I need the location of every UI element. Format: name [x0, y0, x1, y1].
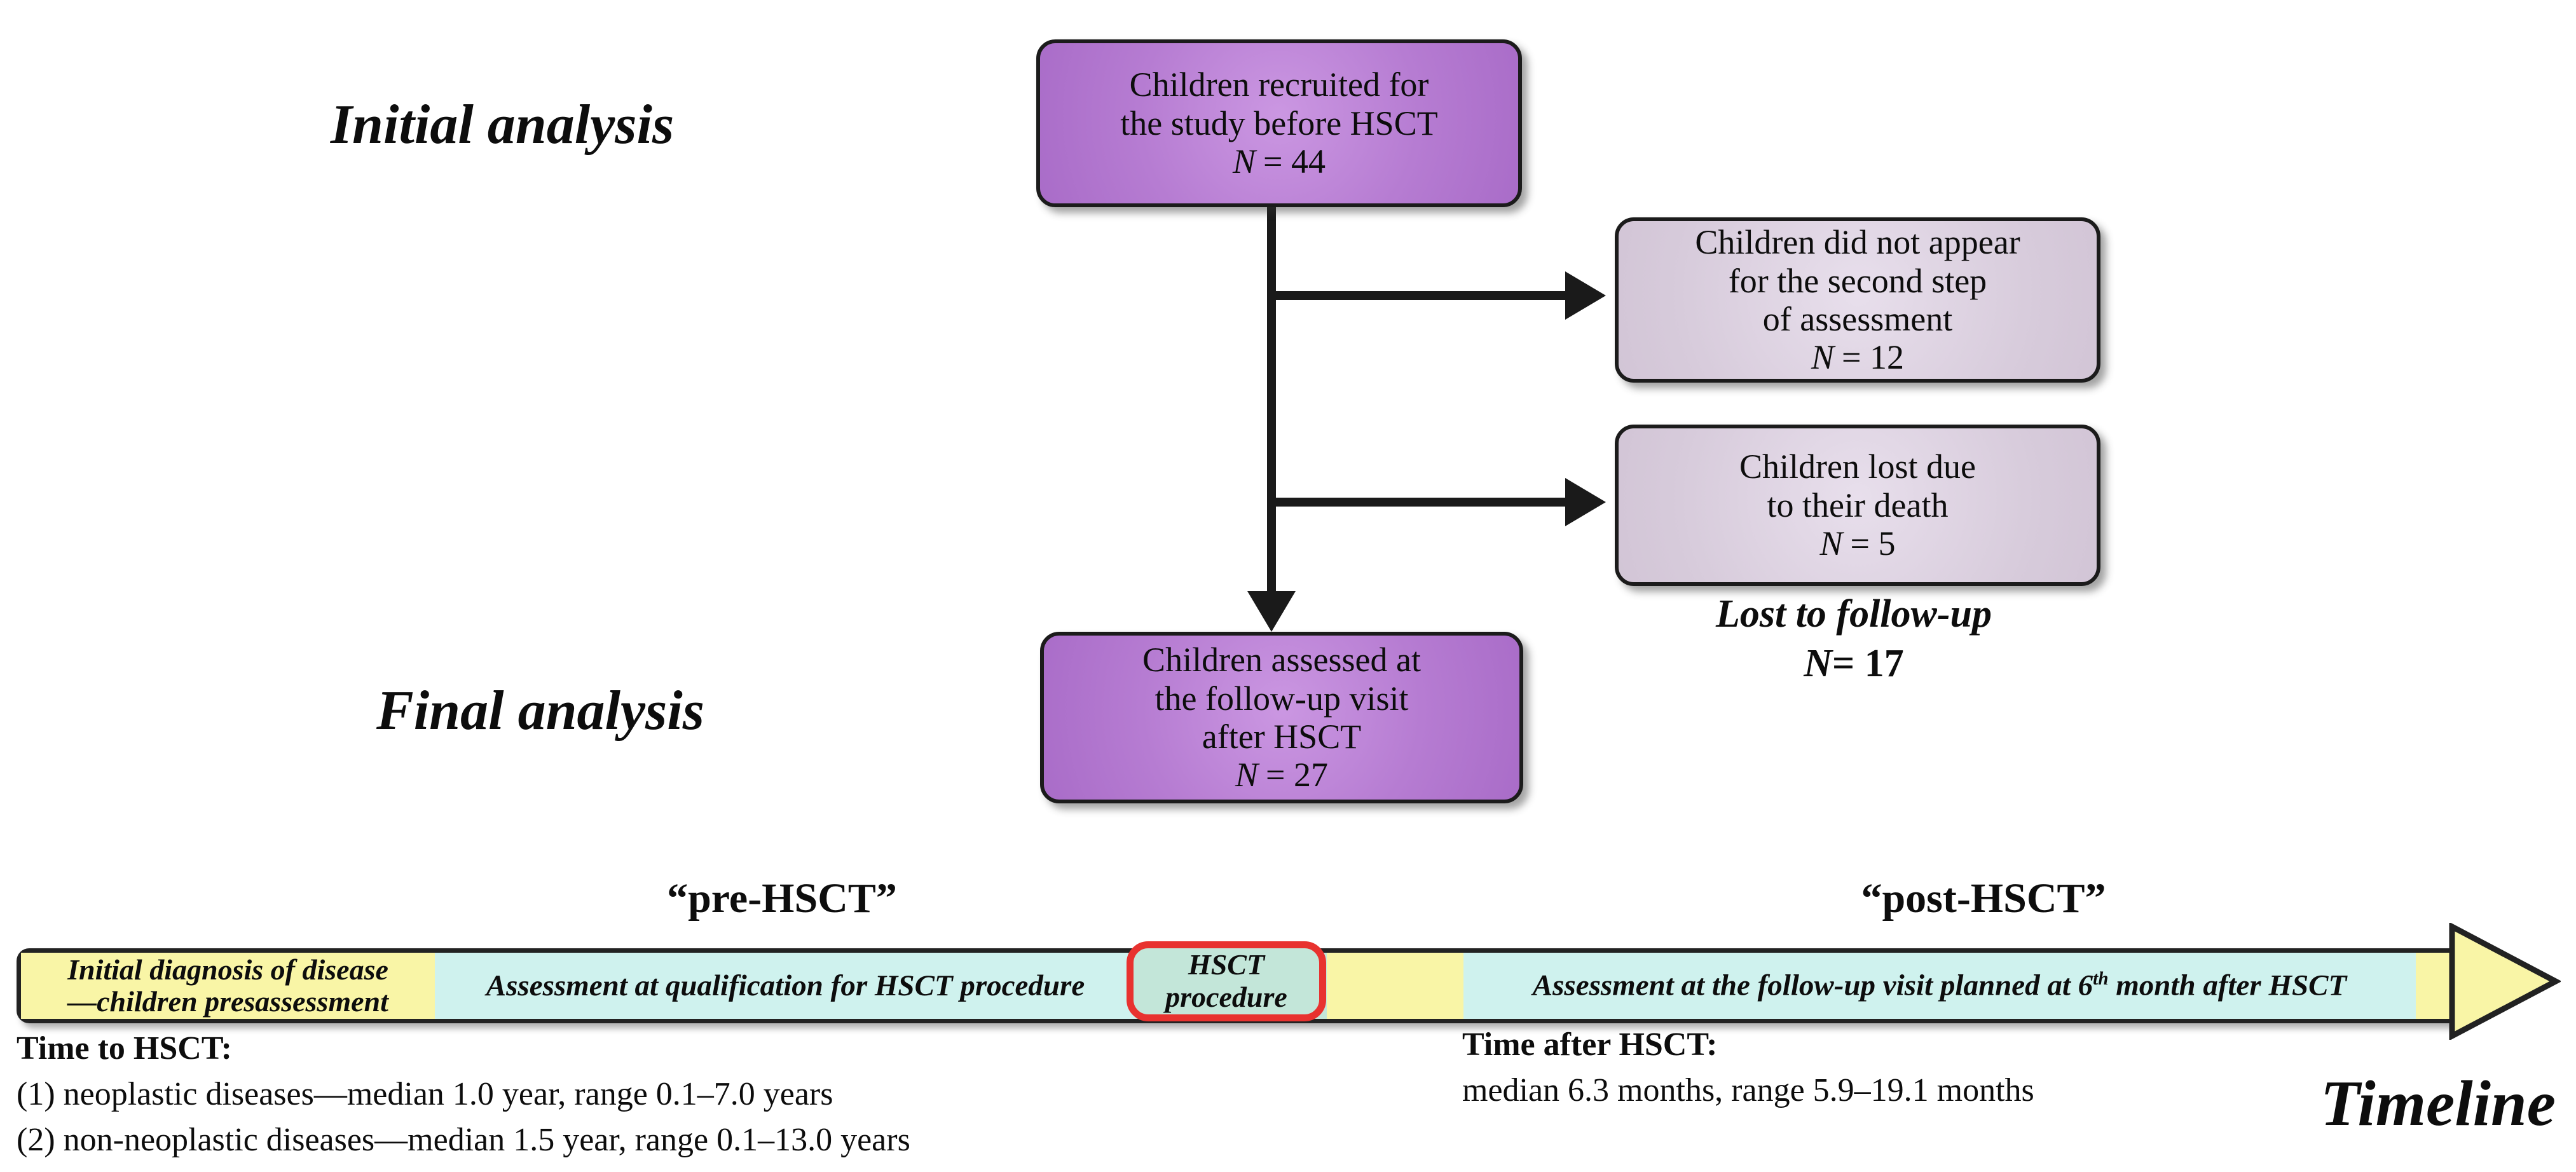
- segment-followup-visit: Assessment at the follow-up visit planne…: [1463, 953, 2416, 1019]
- segment-line: HSCT: [1188, 948, 1265, 981]
- note-title: Time after HSCT:: [1462, 1026, 1718, 1063]
- connector-branch-death: [1271, 498, 1567, 507]
- box-n-count: N= 27: [1235, 756, 1328, 794]
- note-line: median 6.3 months, range 5.9–19.1 months: [1462, 1072, 2034, 1108]
- segment-gap: [1327, 953, 1463, 1019]
- segment-line: —children presassessment: [67, 985, 388, 1018]
- hsct-procedure-box: HSCT procedure: [1127, 941, 1326, 1021]
- box-line: of assessment: [1762, 300, 1953, 338]
- time-to-hsct-note: Time to HSCT: (1) neoplastic diseases—me…: [17, 1026, 910, 1162]
- connector-vertical: [1267, 198, 1276, 599]
- box-n-count: N= 44: [1233, 142, 1326, 181]
- lost-line: Lost to follow-up: [1715, 592, 1992, 636]
- note-title: Time to HSCT:: [17, 1030, 232, 1066]
- segment-qualification: Assessment at qualification for HSCT pro…: [435, 953, 1136, 1019]
- arrowhead-right-noshow-icon: [1565, 271, 1606, 320]
- timeline-arrowhead-icon: [2449, 923, 2561, 1040]
- box-line: for the second step: [1728, 261, 1987, 300]
- lost-to-followup-label: Lost to follow-up N= 17: [1615, 590, 2093, 688]
- pre-hsct-label: “pre-HSCT”: [667, 875, 897, 922]
- box-followup-assessed: Children assessed at the follow-up visit…: [1040, 632, 1523, 803]
- box-line: Children recruited for: [1129, 65, 1429, 104]
- segment-initial-diagnosis: Initial diagnosis of disease —children p…: [21, 953, 435, 1019]
- final-analysis-label: Final analysis: [376, 680, 704, 742]
- box-line: Children did not appear: [1695, 223, 2020, 262]
- box-line: after HSCT: [1202, 718, 1362, 756]
- segment-line: Assessment at the follow-up visit planne…: [1532, 969, 2347, 1002]
- post-hsct-label: “post-HSCT”: [1861, 875, 2106, 922]
- box-line: Children assessed at: [1142, 641, 1421, 679]
- box-line: the study before HSCT: [1120, 104, 1438, 142]
- initial-analysis-label: Initial analysis: [330, 94, 675, 156]
- arrowhead-down-icon: [1247, 591, 1296, 632]
- segment-line: procedure: [1165, 981, 1287, 1013]
- box-n-count: N= 12: [1811, 338, 1904, 377]
- box-no-show: Children did not appear for the second s…: [1615, 217, 2100, 383]
- box-n-count: N= 5: [1819, 524, 1896, 563]
- connector-branch-noshow: [1271, 291, 1567, 300]
- arrowhead-right-death-icon: [1565, 478, 1606, 526]
- box-death: Children lost due to their death N= 5: [1615, 425, 2100, 586]
- box-line: to their death: [1767, 486, 1949, 524]
- box-line: Children lost due: [1739, 447, 1976, 486]
- segment-line: Initial diagnosis of disease: [67, 953, 388, 986]
- time-after-hsct-note: Time after HSCT: median 6.3 months, rang…: [1462, 1022, 2034, 1114]
- timeline-band: Initial diagnosis of disease —children p…: [17, 948, 2461, 1023]
- box-recruited: Children recruited for the study before …: [1036, 39, 1522, 207]
- box-line: the follow-up visit: [1154, 679, 1409, 718]
- note-line: (2) non-neoplastic diseases—median 1.5 y…: [17, 1121, 910, 1158]
- timeline-title: Timeline: [2320, 1068, 2556, 1140]
- lost-n-count: N= 17: [1804, 641, 1904, 685]
- note-line: (1) neoplastic diseases—median 1.0 year,…: [17, 1075, 833, 1112]
